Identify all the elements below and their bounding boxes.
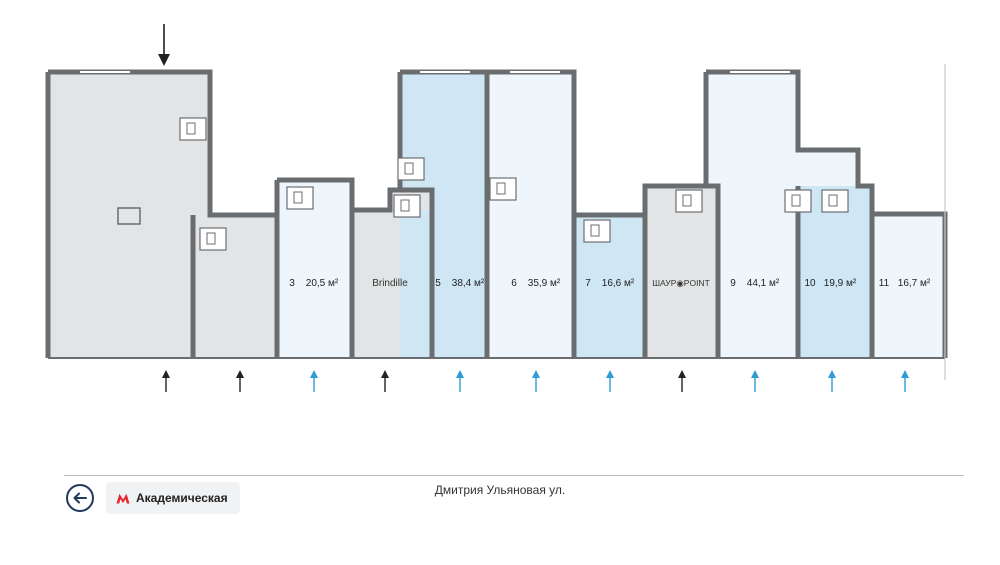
entrance-arrow-icon	[828, 370, 836, 378]
entrance-arrow-icon	[162, 370, 170, 378]
column	[117, 207, 141, 225]
street-line	[64, 475, 964, 476]
restroom-6	[583, 219, 611, 243]
entrance-arrow-icon	[606, 370, 614, 378]
room-u11[interactable]	[872, 214, 945, 358]
unit-number: 11	[879, 278, 890, 289]
restroom-4	[393, 194, 421, 218]
toilet-icon	[186, 122, 196, 135]
unit-area: 44,1 м²	[747, 278, 780, 289]
toilet-icon	[496, 182, 506, 195]
room-u10[interactable]	[798, 186, 872, 358]
room-u5[interactable]	[400, 72, 487, 358]
unit-area: 20,5 м²	[306, 278, 339, 289]
restroom-3	[397, 157, 425, 181]
entrance-arrow-icon	[381, 370, 389, 378]
wall-13	[703, 72, 718, 189]
unit-number: 5	[435, 278, 441, 289]
toilet-icon	[791, 194, 801, 207]
entrance-arrow-icon	[310, 370, 318, 378]
restroom-2	[286, 186, 314, 210]
metro-icon	[116, 493, 130, 503]
unit-number: 7	[585, 278, 591, 289]
main-entrance-arrow-icon	[158, 54, 170, 66]
toilet-icon	[682, 194, 692, 207]
restroom-0	[179, 117, 207, 141]
entrance-arrow-icon	[456, 370, 464, 378]
room-u3[interactable]	[277, 180, 352, 358]
street-name: Дмитрия Ульяновая ул.	[434, 483, 566, 497]
room-u9[interactable]	[706, 72, 858, 358]
unit-area: 16,6 м²	[602, 278, 635, 289]
unit-number: 10	[804, 278, 816, 289]
unit-area: 19,9 м²	[824, 278, 857, 289]
restroom-8	[784, 189, 812, 213]
restroom-9	[821, 189, 849, 213]
room-u6[interactable]	[487, 72, 574, 358]
restroom-5	[489, 177, 517, 201]
restroom-7	[675, 189, 703, 213]
toilet-icon	[206, 232, 216, 245]
wall-4	[706, 69, 875, 358]
arrow-left-icon	[73, 492, 87, 504]
entrance-arrow-icon	[751, 370, 759, 378]
unit-area: 16,7 м²	[898, 278, 931, 289]
entrance-arrow-icon	[901, 370, 909, 378]
toilet-icon	[404, 162, 414, 175]
room-u2	[193, 215, 277, 358]
back-button[interactable]	[66, 484, 94, 512]
entrance-arrow-icon	[678, 370, 686, 378]
entrance-arrow-icon	[532, 370, 540, 378]
wall-1	[277, 177, 435, 358]
room-u7[interactable]	[574, 215, 645, 358]
toilet-icon	[293, 191, 303, 204]
metro-station-name: Академическая	[136, 491, 228, 505]
brand-logo-u8: ШАУР◉POINT	[652, 278, 710, 288]
toilet-icon	[828, 194, 838, 207]
restroom-1	[199, 227, 227, 251]
metro-station-chip[interactable]: Академическая	[106, 482, 240, 514]
unit-number: 3	[289, 278, 295, 289]
room-u1	[48, 72, 210, 358]
unit-area: 35,9 м²	[528, 278, 561, 289]
unit-area: 38,4 м²	[452, 278, 485, 289]
brand-logo-u4: Brindille	[372, 278, 408, 289]
unit-number: 9	[730, 278, 736, 289]
entrance-arrow-icon	[236, 370, 244, 378]
room-u8	[645, 186, 718, 358]
unit-number: 6	[511, 278, 517, 289]
toilet-icon	[590, 224, 600, 237]
toilet-icon	[400, 199, 410, 212]
